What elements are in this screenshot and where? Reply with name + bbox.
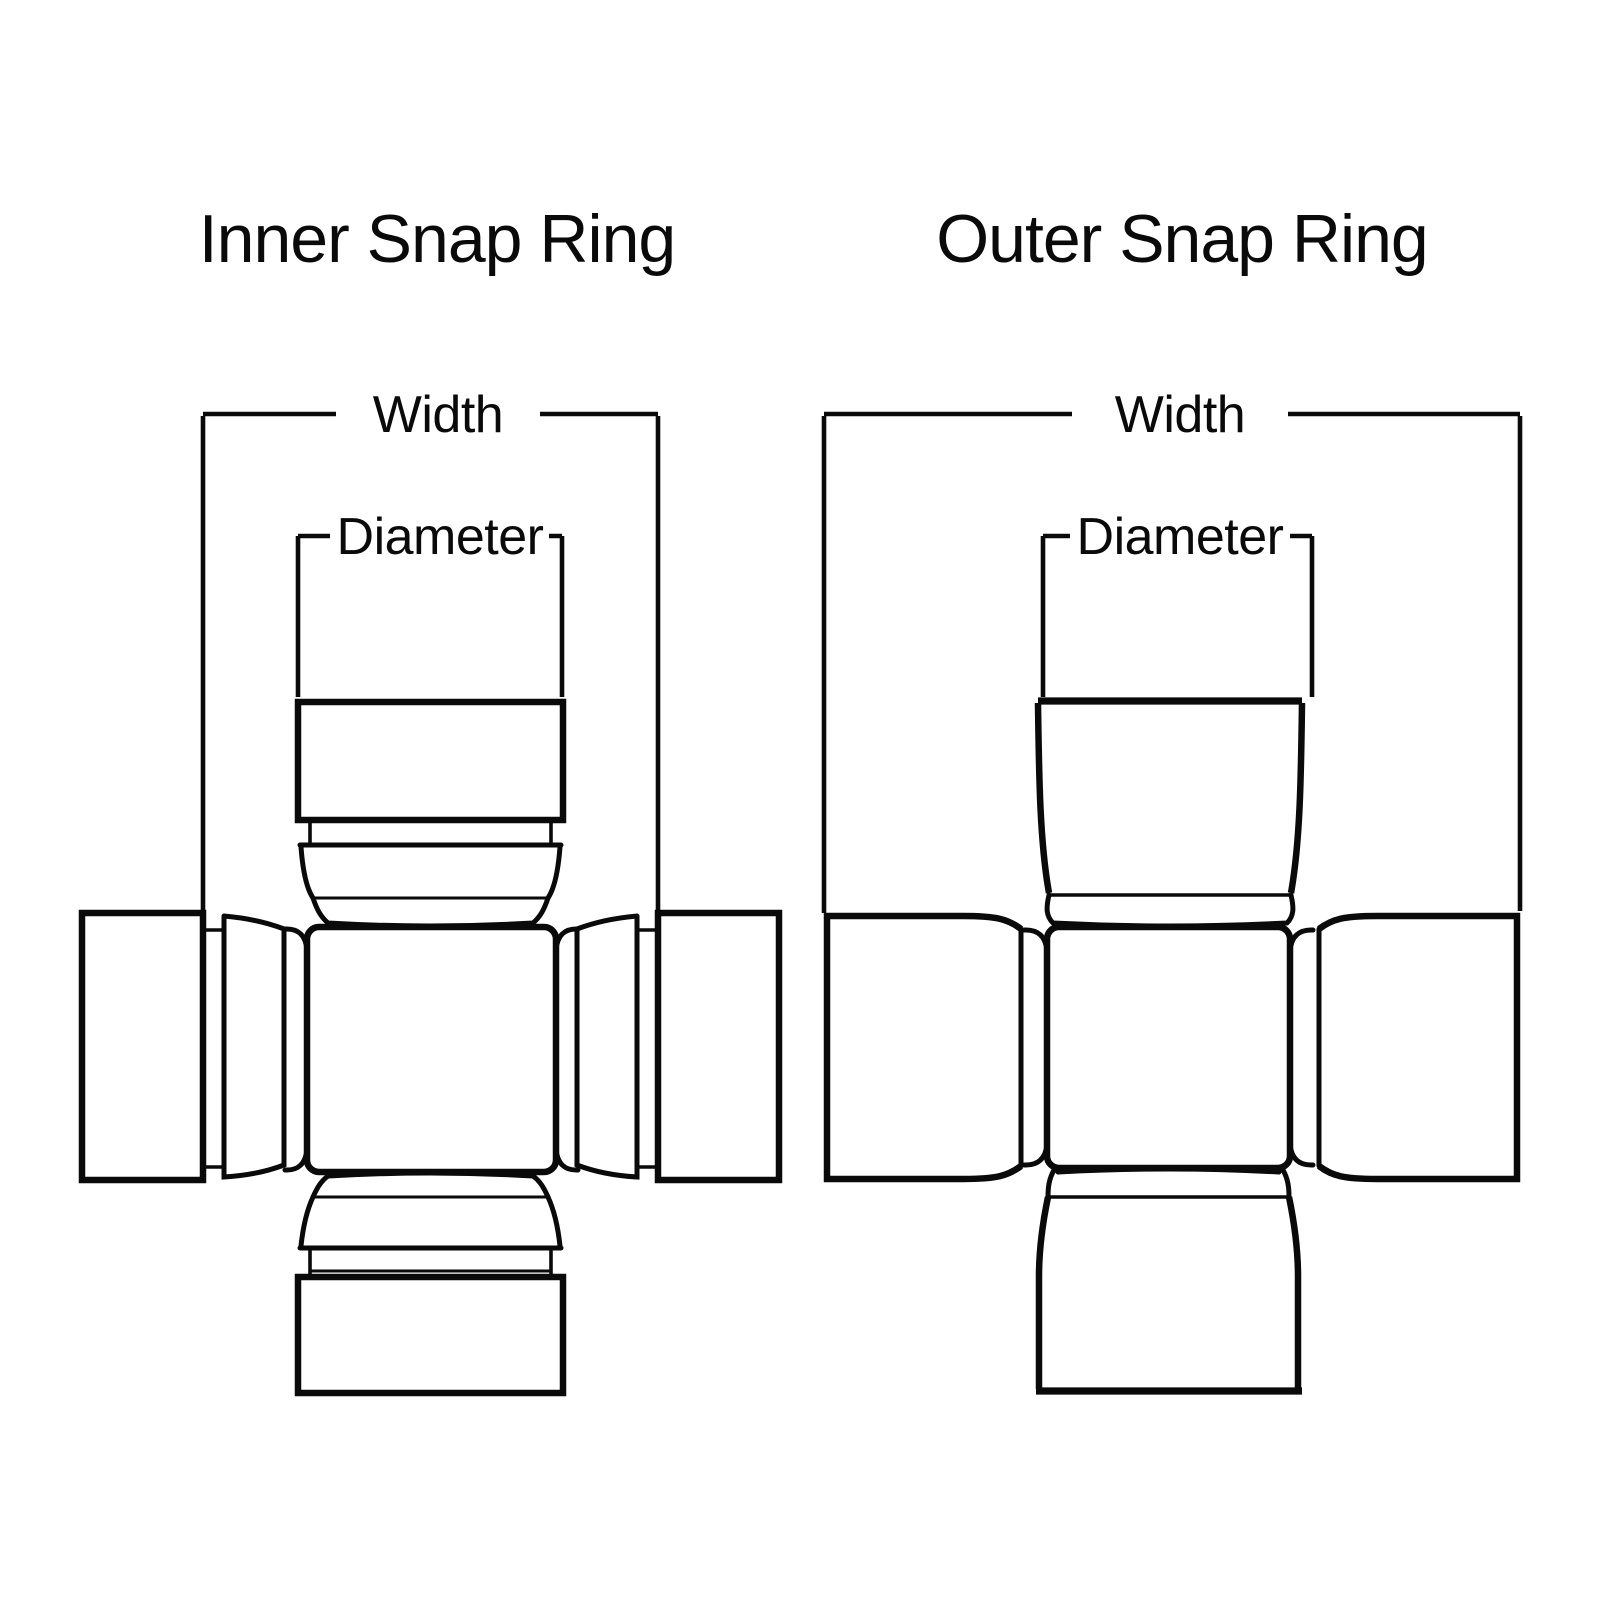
inner-left-bearing-cap (78, 909, 287, 1184)
body-outline (303, 923, 560, 1176)
diameter-bracket-line (295, 533, 565, 697)
inner-diagram-title: Inner Snap Ring (199, 201, 675, 277)
cap-bell-sides (298, 1194, 563, 1249)
body-fillets (1021, 927, 1316, 1168)
cap-skirt (1044, 892, 1296, 929)
outer-snap-ring-diagram: Outer Snap Ring Width Diameter (821, 201, 1523, 1395)
outer-diameter-label: Diameter (1077, 508, 1284, 566)
inner-width-label: Width (373, 386, 503, 444)
cap-outline (823, 912, 1023, 1183)
inner-right-bearing-cap (574, 909, 783, 1184)
snap-ring-groove (308, 1248, 553, 1277)
cap-outline (1317, 912, 1521, 1183)
cap-flare (574, 913, 640, 1180)
cap-body (294, 698, 567, 824)
outer-width-label: Width (1115, 386, 1245, 444)
cap-skirt (310, 895, 551, 929)
cap-sides (1034, 702, 1306, 894)
inner-width-bracket: Width (200, 386, 661, 914)
cap-skirt (1045, 1166, 1292, 1200)
outer-bottom-bearing-cap (1035, 1166, 1302, 1395)
outer-width-bracket: Width (821, 386, 1523, 913)
width-bracket-line (200, 411, 661, 914)
inner-cross-body (282, 923, 581, 1176)
snap-ring-groove (308, 820, 553, 845)
body-fillets (282, 926, 581, 1173)
inner-bottom-bearing-cap (294, 1170, 567, 1397)
outer-left-bearing-cap (823, 912, 1024, 1183)
cap-bell-sides (298, 844, 563, 901)
cap-skirt (310, 1170, 551, 1200)
snap-ring-groove (203, 928, 224, 1169)
cap-body (654, 909, 783, 1184)
inner-diameter-label: Diameter (337, 508, 544, 566)
outer-top-bearing-cap (1034, 697, 1306, 929)
inner-diameter-bracket: Diameter (295, 508, 565, 697)
inner-top-bearing-cap (294, 698, 567, 929)
inner-snap-ring-diagram: Inner Snap Ring Width Diameter (78, 201, 783, 1397)
snap-ring-groove (637, 928, 658, 1169)
diameter-bracket-line (1040, 533, 1315, 697)
width-bracket-line (821, 411, 1523, 913)
cap-flare (221, 913, 287, 1180)
outer-diagram-title: Outer Snap Ring (936, 201, 1428, 277)
cap-sides (1035, 1196, 1302, 1389)
cap-body (78, 909, 207, 1184)
outer-right-bearing-cap (1316, 912, 1521, 1183)
body-outline (1043, 923, 1294, 1172)
outer-cross-body (1021, 923, 1316, 1172)
cap-body (294, 1273, 567, 1397)
outer-diameter-bracket: Diameter (1040, 508, 1315, 697)
